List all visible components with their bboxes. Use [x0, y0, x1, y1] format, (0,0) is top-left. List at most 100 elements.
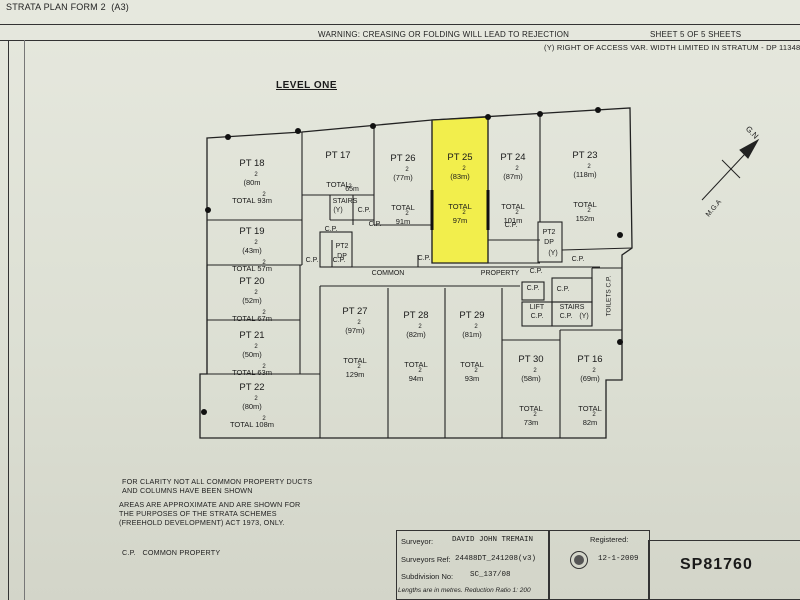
note-cp-legend: C.P. COMMON PROPERTY	[122, 548, 220, 557]
pt24-area-sup: 2	[515, 166, 519, 172]
cp-label-edge: C.P.	[305, 257, 319, 264]
sheets-label: SHEETS	[708, 30, 742, 39]
cp-meaning: COMMON PROPERTY	[142, 548, 221, 557]
pt22-area: (80m)	[242, 402, 262, 411]
pt27-total-label: TOTAL	[343, 356, 367, 365]
stairs-label-right: STAIRS	[559, 304, 585, 311]
stairs-y-left: (Y)	[333, 207, 343, 214]
note-areas: AREAS ARE APPROXIMATE AND ARE SHOWN FOR …	[119, 500, 300, 527]
pt18-total-sup: 2	[262, 192, 266, 198]
pt29-total-label: TOTAL	[460, 360, 484, 369]
pt25-area: (83m)	[450, 172, 470, 181]
pt2-label-left: PT2	[335, 243, 349, 250]
frame-top-line	[0, 24, 800, 25]
pt26-total-sup: 2	[405, 211, 409, 217]
cp-label-right: C.P.	[571, 256, 585, 263]
frame-header-line	[0, 40, 800, 41]
note-line-5: (FREEHOLD DEVELOPMENT) ACT 1973, ONLY.	[119, 518, 285, 527]
north-arrow	[701, 138, 760, 201]
dp-label-right: DP	[544, 239, 554, 246]
note-line-4: THE PURPOSES OF THE STRATA SCHEMES	[119, 509, 277, 518]
pt16-total-value: 82m	[582, 418, 598, 427]
note-ducts: FOR CLARITY NOT ALL COMMON PROPERTY DUCT…	[122, 477, 312, 495]
sheet-label: SHEET	[650, 30, 678, 39]
cp-abbrev: C.P.	[122, 548, 136, 557]
pt25-highlight	[431, 116, 489, 264]
form-title-text: STRATA PLAN FORM 2	[6, 2, 106, 12]
cp-label-24: C.P.	[504, 222, 518, 229]
surveyor-name: DAVID JOHN TREMAIN	[452, 536, 534, 544]
surveyor-label: Surveyor:	[401, 537, 434, 546]
pt29-area-sup: 2	[474, 324, 478, 330]
pt18-total: TOTAL 93m	[232, 196, 272, 205]
pt24-total-sup: 2	[515, 210, 519, 216]
pt23-name: PT 23	[572, 150, 598, 161]
pt21-name: PT 21	[239, 330, 265, 341]
pt20-area-sup: 2	[254, 290, 258, 296]
pt22-area-sup: 2	[254, 396, 258, 402]
pt29-name: PT 29	[459, 310, 485, 321]
pt28-total-sup: 2	[418, 368, 422, 374]
lengths-note: Lengths are in metres. Reduction Ratio 1…	[398, 587, 531, 594]
registered-label: Registered:	[590, 535, 629, 544]
pt17-total-sup: 2	[348, 184, 352, 190]
cp-label-lift: C.P.	[530, 313, 544, 320]
pt22-name: PT 22	[239, 382, 265, 393]
pt18-area-sup: 2	[254, 172, 258, 178]
pt29-total-value: 93m	[464, 374, 480, 383]
cp-label-stairs: C.P.	[357, 207, 371, 214]
pt23-area-sup: 2	[587, 164, 591, 170]
pt23-total-sup: 2	[587, 208, 591, 214]
pt23-total-label: TOTAL	[573, 200, 597, 209]
pt28-total-value: 94m	[408, 374, 424, 383]
pt30-name: PT 30	[518, 354, 544, 365]
pt26-total-label: TOTAL	[391, 203, 415, 212]
pt24-total-label: TOTAL	[501, 202, 525, 211]
pt19-area: (43m)	[242, 246, 262, 255]
note-line-1: FOR CLARITY NOT ALL COMMON PROPERTY DUCT…	[122, 477, 313, 486]
pt27-area-sup: 2	[357, 320, 361, 326]
pt30-total-sup: 2	[533, 412, 537, 418]
sheet-no: 5	[679, 30, 685, 39]
stairs-label-left: STAIRS	[332, 198, 358, 205]
form-title: STRATA PLAN FORM 2 (A3)	[6, 2, 129, 12]
pt30-area: (58m)	[521, 374, 541, 383]
pt21-area: (50m)	[242, 350, 262, 359]
pt16-total-label: TOTAL	[578, 404, 602, 413]
cp-label-block: C.P.	[526, 285, 540, 292]
form-size: (A3)	[111, 2, 130, 12]
cp-label-block2: C.P.	[556, 286, 570, 293]
pt21-area-sup: 2	[254, 344, 258, 350]
pt24-name: PT 24	[500, 152, 526, 163]
surveyor-ref: 24488DT_241208(v3)	[455, 555, 537, 563]
surveyor-ref-label: Surveyors Ref:	[401, 555, 451, 564]
pt26-area-sup: 2	[405, 167, 409, 173]
subdivision-no: SC_137/08	[470, 571, 511, 579]
cp-label-corridor: C.P.	[417, 255, 431, 262]
pt28-total-label: TOTAL	[404, 360, 428, 369]
pt25-total-sup: 2	[462, 210, 466, 216]
warning-text: WARNING: CREASING OR FOLDING WILL LEAD T…	[318, 30, 570, 39]
pt28-name: PT 28	[403, 310, 429, 321]
pt17-scribble: 65m	[345, 186, 359, 193]
sheet-of: OF	[687, 30, 699, 39]
pt20-total-sup: 2	[262, 310, 266, 316]
pt24-area: (87m)	[503, 172, 523, 181]
pt27-area: (97m)	[345, 326, 365, 335]
right-of-access-note: (Y) RIGHT OF ACCESS VAR. WIDTH LIMITED I…	[544, 43, 800, 52]
stairs-y-right: (Y)	[579, 313, 589, 320]
pt19-total: TOTAL 57m	[232, 264, 272, 273]
pt25-total-label: TOTAL	[448, 202, 472, 211]
registration-seal-icon	[570, 551, 588, 569]
cp-label-17: C.P.	[324, 226, 338, 233]
pt25-area-sup: 2	[462, 166, 466, 172]
pt16-area-sup: 2	[592, 368, 596, 374]
pt18-name: PT 18	[239, 158, 265, 169]
pt16-name: PT 16	[577, 354, 603, 365]
building-outline	[199, 107, 633, 439]
pt21-total-sup: 2	[262, 364, 266, 370]
pt26-total-value: 91m	[395, 217, 411, 226]
pt27-total-sup: 2	[357, 364, 361, 370]
